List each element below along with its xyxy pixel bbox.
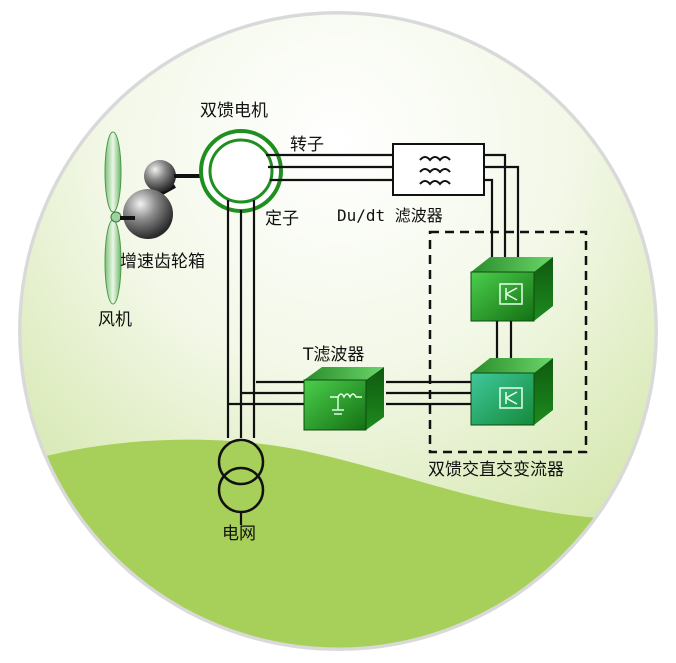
grid-transformer: [217, 438, 265, 525]
rotor-wires: [266, 153, 520, 262]
t-filter-label: T滤波器: [302, 345, 364, 365]
t-filter: [303, 367, 384, 431]
wind-turbine-label: 风机: [98, 310, 132, 330]
rotor-label: 转子: [290, 135, 324, 155]
dfig-label: 双馈电机: [200, 101, 268, 121]
stator-wires: [226, 200, 256, 438]
dc-link-wires: [495, 321, 513, 358]
dudt-filter: [392, 143, 485, 196]
converter-boundary: [428, 230, 588, 454]
grid-side-converter: [470, 358, 553, 426]
rotor-side-converter: [470, 257, 553, 322]
dudt-filter-label: Du/dt 滤波器: [337, 206, 443, 225]
converter-label: 双馈交直交变流器: [428, 460, 564, 480]
stator-label: 定子: [265, 209, 299, 229]
dfig-generator: [199, 129, 283, 213]
grid-label: 电网: [222, 524, 256, 544]
grid-side-wires: [228, 380, 471, 406]
wind-turbine-blades: [104, 131, 122, 305]
background-circle: [18, 11, 658, 651]
gearbox-label: 增速齿轮箱: [120, 252, 205, 272]
